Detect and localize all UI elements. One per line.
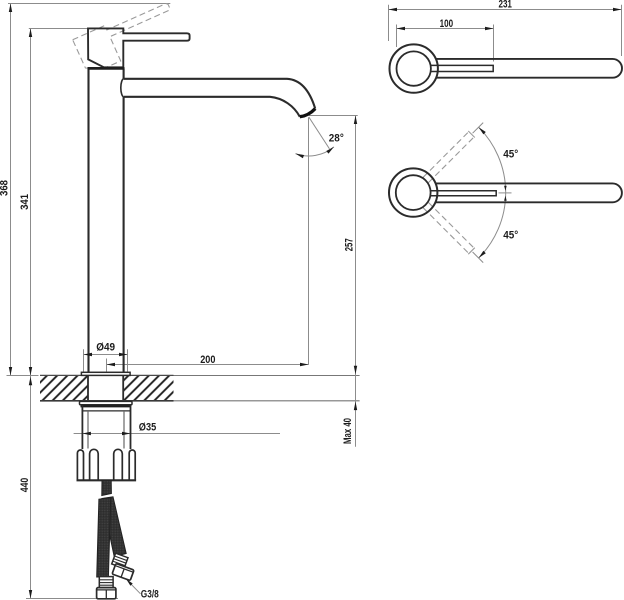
svg-text:Ø35: Ø35 xyxy=(139,422,156,434)
svg-text:45°: 45° xyxy=(503,229,518,241)
svg-text:100: 100 xyxy=(440,18,454,30)
svg-text:341: 341 xyxy=(19,194,31,210)
svg-text:200: 200 xyxy=(200,354,215,366)
svg-text:Ø49: Ø49 xyxy=(96,341,115,353)
svg-text:28°: 28° xyxy=(329,132,344,144)
svg-text:368: 368 xyxy=(0,180,10,196)
svg-text:440: 440 xyxy=(19,478,31,493)
svg-text:45°: 45° xyxy=(503,149,518,161)
svg-text:Max 40: Max 40 xyxy=(342,418,354,444)
svg-text:231: 231 xyxy=(498,0,512,10)
svg-text:G3/8: G3/8 xyxy=(141,589,159,600)
svg-text:257: 257 xyxy=(344,238,356,251)
